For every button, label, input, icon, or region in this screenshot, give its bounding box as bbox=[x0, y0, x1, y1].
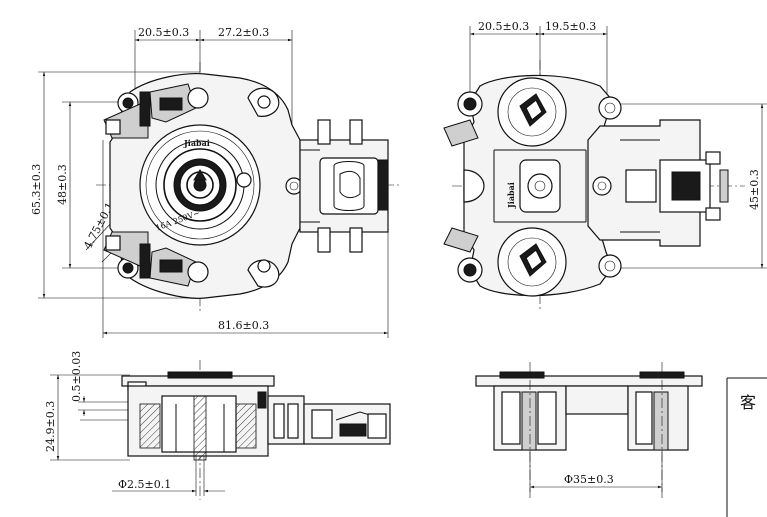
dim-20-5-top-right: 20.5±0.3 bbox=[478, 20, 529, 33]
dim-65-3: 65.3±0.3 bbox=[30, 164, 43, 215]
bottom-left-view: 24.9±0.3 0.5±0.03 Φ2.5±0.1 bbox=[44, 351, 391, 500]
dim-phi-35: Φ35±0.3 bbox=[564, 473, 614, 486]
bottom-right-view: Φ35±0.3 bbox=[475, 362, 703, 500]
top-left-view: 20.5±0.3 27.2±0.3 65.3±0.3 48±0.3 4.75±0… bbox=[30, 26, 400, 338]
dim-24-9: 24.9±0.3 bbox=[44, 401, 57, 452]
dim-45: 45±0.3 bbox=[748, 169, 761, 210]
dim-27-2-top-left: 27.2±0.3 bbox=[218, 26, 269, 39]
brand-marking-back: Jiabai bbox=[506, 182, 516, 209]
dim-phi-2-5: Φ2.5±0.1 bbox=[118, 478, 171, 491]
dim-20-5-top-left: 20.5±0.3 bbox=[138, 26, 189, 39]
dim-48: 48±0.3 bbox=[56, 164, 69, 205]
top-right-view: 20.5±0.3 19.5±0.3 45±0.3 bbox=[443, 20, 767, 312]
dim-0-5: 0.5±0.03 bbox=[70, 351, 83, 402]
dim-19-5: 19.5±0.3 bbox=[545, 20, 596, 33]
title-block: 客 bbox=[726, 377, 767, 517]
brand-marking: Jiabai bbox=[183, 138, 210, 148]
dim-81-6: 81.6±0.3 bbox=[218, 319, 269, 332]
customer-label: 客 bbox=[740, 393, 756, 412]
